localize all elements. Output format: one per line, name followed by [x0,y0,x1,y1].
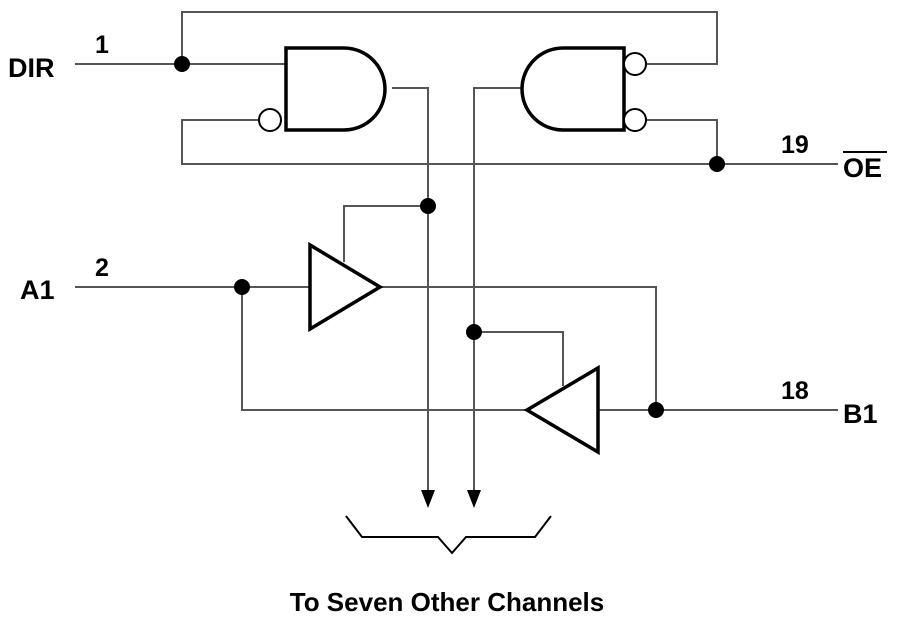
left-gate-inverter-bubble [258,108,282,132]
ab-enable-wire [343,205,428,262]
a1-label: A1 [20,275,55,305]
left-gate-output-wire [392,87,429,492]
dir-loop-wire [181,11,718,65]
channels-caption: To Seven Other Channels [290,587,604,617]
channels-brace [345,515,552,555]
right-gate-inverter-bubble-bottom [623,108,647,132]
right-gate-inverter-bubble-top [623,52,647,76]
a-to-b-buffer [308,241,384,333]
left-and-gate [284,46,387,132]
dir-pin-number: 1 [95,31,109,59]
oe-pin-number: 19 [781,131,809,159]
oe-junction-dot [709,156,725,172]
oe-label: OE [843,153,882,183]
wires [75,11,838,492]
right-channel-arrow [467,490,481,508]
oe-loop-wire [181,119,717,165]
dir-junction-dot [174,56,190,72]
ba-enable-wire [474,331,564,386]
a1-junction-dot [234,279,250,295]
ba-enable-junction-dot [466,324,482,340]
b1-pin-number: 18 [781,377,809,405]
oe-gate-wire [645,119,718,164]
b1-label: B1 [843,399,878,429]
ab-enable-junction-dot [420,198,436,214]
right-gate-output-wire [473,87,522,492]
b-to-a-buffer [523,364,600,456]
dir-label: DIR [8,53,55,83]
ba-output-wire [241,287,527,411]
left-channel-arrow [421,490,435,508]
ab-output-wire [380,286,657,410]
b1-junction-dot [648,402,664,418]
right-and-gate [520,46,626,132]
a1-pin-number: 2 [95,254,109,282]
